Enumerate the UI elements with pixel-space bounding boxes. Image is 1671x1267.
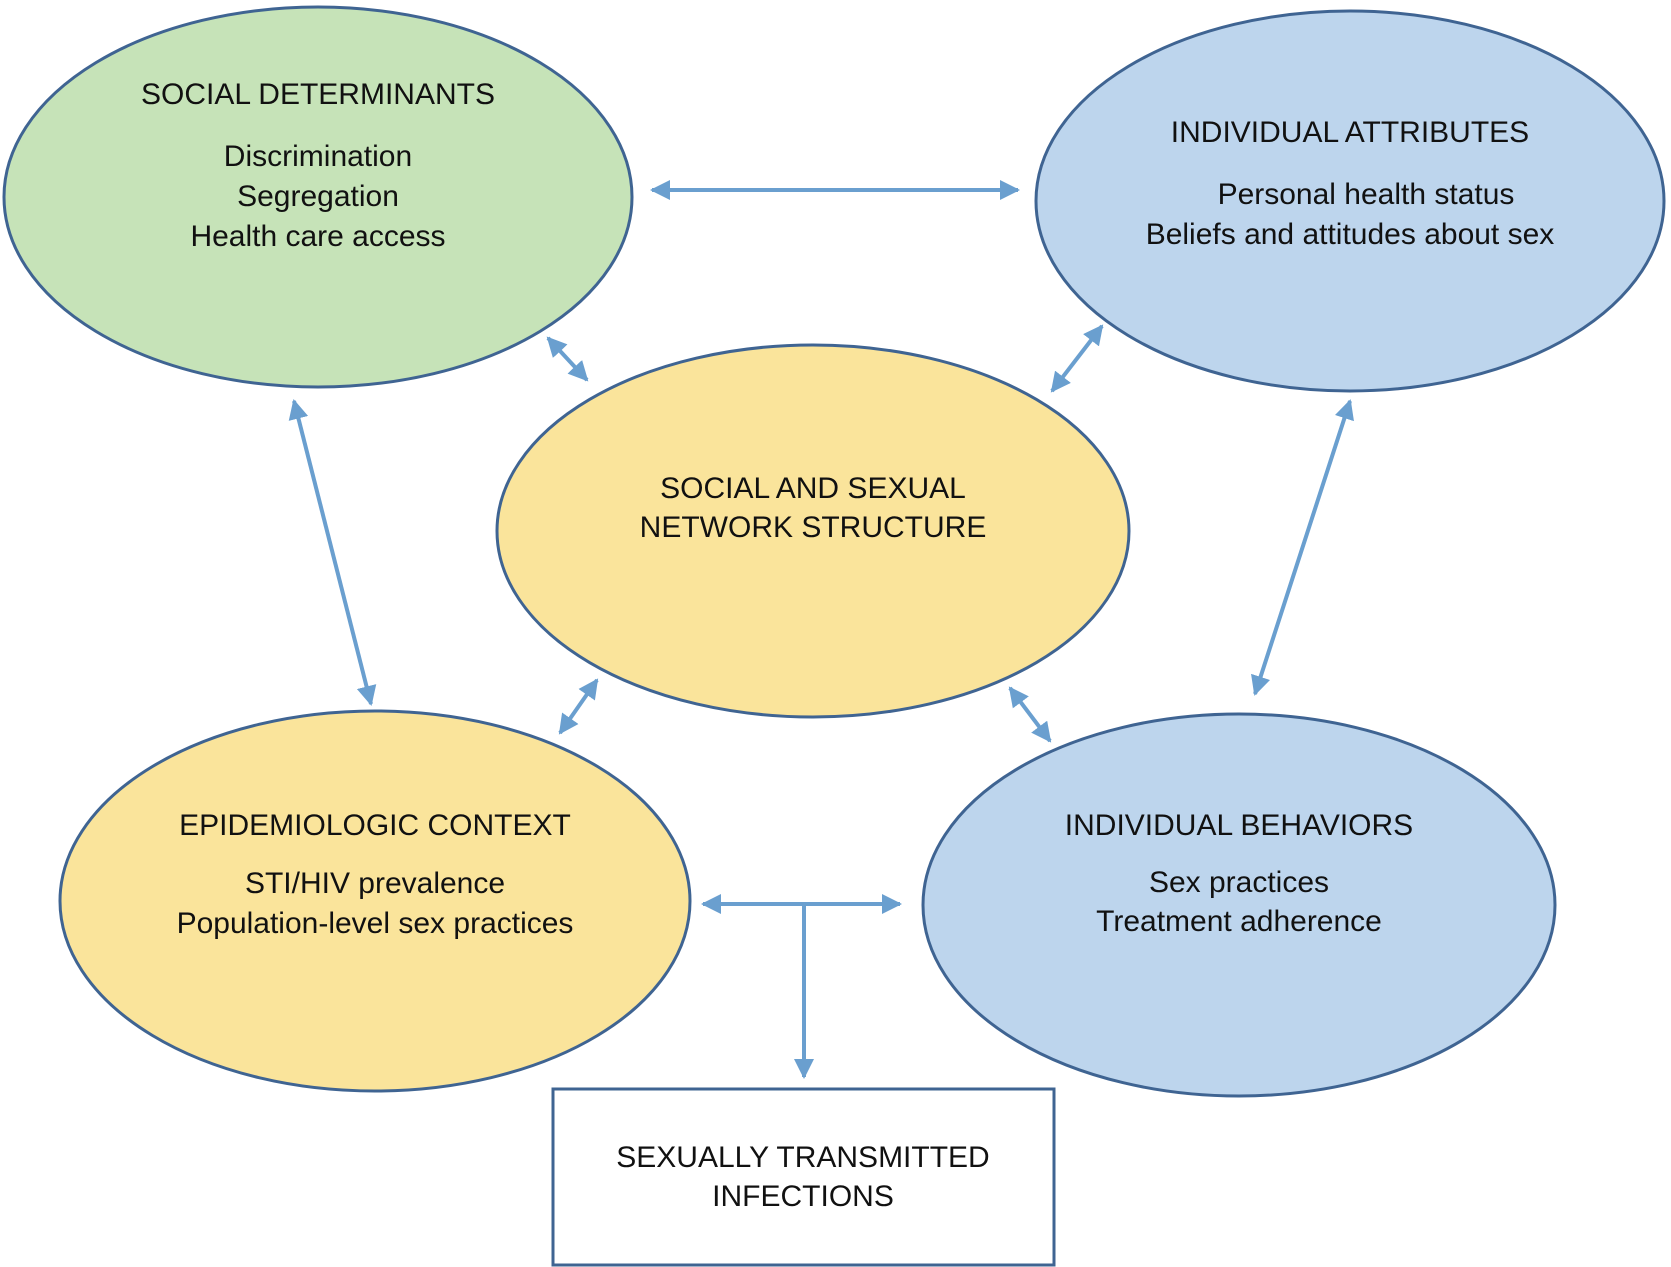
social-determinants-title: SOCIAL DETERMINANTS xyxy=(141,78,495,111)
arrow-individual-attributes-to-network xyxy=(1050,324,1104,393)
individual-behaviors-item: Treatment adherence xyxy=(1096,905,1382,938)
sexually-transmitted-infections-title: SEXUALLY TRANSMITTED xyxy=(616,1141,989,1174)
individual-behaviors-item: Sex practices xyxy=(1149,866,1329,899)
epidemiologic-context-item: STI/HIV prevalence xyxy=(245,867,505,900)
epidemiologic-context-ellipse xyxy=(58,709,692,1093)
social-determinants-ellipse xyxy=(2,5,634,389)
arrow-network-to-individual-behaviors xyxy=(1008,686,1052,743)
network-structure-title: NETWORK STRUCTURE xyxy=(640,511,987,544)
epidemiologic-context-item: Population-level sex practices xyxy=(177,907,574,940)
node-individual-attributes: INDIVIDUAL ATTRIBUTES Personal health st… xyxy=(1034,9,1666,393)
arrow-network-to-epidemiologic-context xyxy=(558,678,599,735)
individual-attributes-ellipse xyxy=(1034,9,1666,393)
node-sexually-transmitted-infections: SEXUALLY TRANSMITTED INFECTIONS xyxy=(551,1087,1056,1267)
node-social-determinants: SOCIAL DETERMINANTS Discrimination Segre… xyxy=(2,5,634,389)
sexually-transmitted-infections-box xyxy=(551,1087,1056,1267)
individual-attributes-title: INDIVIDUAL ATTRIBUTES xyxy=(1171,116,1529,149)
epidemiologic-context-title: EPIDEMIOLOGIC CONTEXT xyxy=(179,809,571,842)
node-epidemiologic-context: EPIDEMIOLOGIC CONTEXT STI/HIV prevalence… xyxy=(58,709,692,1093)
arrow-social-determinants-to-epidemiologic-context xyxy=(288,399,377,706)
sexually-transmitted-infections-title: INFECTIONS xyxy=(712,1180,894,1213)
network-structure-ellipse xyxy=(495,343,1131,719)
node-network-structure: SOCIAL AND SEXUAL NETWORK STRUCTURE xyxy=(495,343,1131,719)
social-determinants-item: Health care access xyxy=(190,220,445,253)
social-determinants-item: Segregation xyxy=(237,180,399,213)
arrow-social-determinants-to-network xyxy=(546,336,589,382)
connectors xyxy=(288,180,1354,1079)
arrow-individual-attributes-to-individual-behaviors xyxy=(1251,399,1354,696)
individual-behaviors-ellipse xyxy=(921,712,1557,1098)
individual-attributes-item: Personal health status xyxy=(1218,178,1515,211)
individual-behaviors-title: INDIVIDUAL BEHAVIORS xyxy=(1065,809,1413,842)
node-individual-behaviors: INDIVIDUAL BEHAVIORS Sex practices Treat… xyxy=(921,712,1557,1098)
network-structure-title: SOCIAL AND SEXUAL xyxy=(660,472,966,505)
social-determinants-item: Discrimination xyxy=(224,140,412,173)
individual-attributes-item: Beliefs and attitudes about sex xyxy=(1146,218,1555,251)
